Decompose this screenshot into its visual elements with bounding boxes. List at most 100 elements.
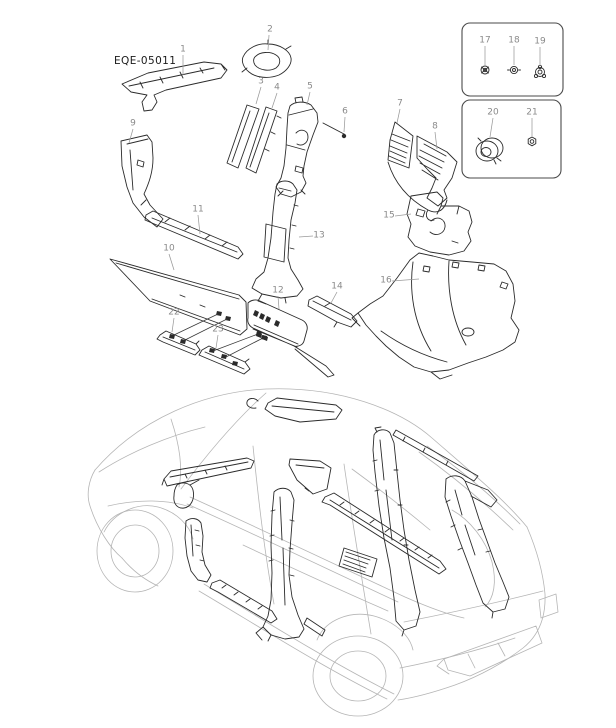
vehicle-beltline-inner (186, 503, 399, 603)
assembly-connector-lines (173, 313, 267, 358)
part-12-lower-panel (247, 299, 335, 378)
part-11-sill-strip (144, 210, 244, 260)
vehicle-front-tire (96, 509, 174, 593)
part-7-pillar-garnish (387, 121, 414, 169)
part-6-fastener (322, 122, 347, 139)
installed-rear-roofrail-trim (392, 429, 479, 482)
installed-b-pillar-trim (255, 487, 305, 642)
vehicle-beltline (189, 496, 465, 619)
installed-rear-door-strip (303, 617, 326, 637)
installed-cowl-side-trim (184, 518, 212, 583)
callout-label-13: 13 (313, 230, 325, 241)
vehicle-rear-outline (397, 526, 546, 701)
part-3-pillar-panel (226, 104, 260, 169)
vehicle-rear-wheel-arch (316, 613, 414, 651)
vehicle-front-edge (87, 469, 123, 559)
part-1-a-pillar-upper-trim (121, 61, 228, 112)
installed-grille-panel (338, 547, 378, 578)
installed-mirror (173, 479, 200, 509)
callout-label-6: 6 (342, 106, 348, 117)
callout-label-7: 7 (397, 98, 403, 109)
vehicle-quarter-inner-ghost (451, 509, 495, 608)
hardware-box-screws (461, 22, 564, 97)
part-10-screws (216, 311, 231, 321)
vehicle-roofline (94, 388, 528, 528)
installed-front-sill-trim (209, 579, 278, 624)
callout-label-9: 9 (130, 118, 136, 129)
fastener-17-screw (480, 65, 490, 75)
vehicle-rear-wheel (329, 650, 387, 702)
vehicle-bumper-crease (403, 590, 544, 623)
callout-leader-lines (128, 34, 541, 349)
part-14-rear-sill-strip (307, 295, 358, 328)
fastener-20-retainer (475, 137, 504, 165)
fastener-18-grommet (507, 65, 521, 75)
part-13-b-pillar-lower-trim (251, 180, 304, 305)
callout-label-15: 15 (383, 210, 395, 221)
callout-label-11: 11 (192, 204, 204, 215)
part-2-bracket (241, 39, 292, 78)
callout-label-8: 8 (432, 121, 438, 132)
vehicle-floor-line (242, 544, 389, 612)
callout-label-16: 16 (380, 275, 392, 286)
diagram-code-label: EQE-05011 (114, 55, 177, 67)
part-5-b-pillar-upper-trim (275, 96, 319, 198)
part-8-pillar-garnish (387, 135, 458, 221)
part-22-screws (169, 334, 186, 344)
part-16-quarter-lower-trim (351, 252, 520, 380)
fastener-19-clip (533, 64, 547, 79)
callout-label-10: 10 (163, 243, 175, 254)
hardware-boxes (461, 22, 564, 179)
installed-trim-drawing (161, 397, 510, 642)
callout-label-20: 20 (487, 107, 499, 118)
callout-label-17: 17 (479, 35, 491, 46)
vehicle-rocker (203, 583, 395, 695)
part-23-screws (209, 348, 238, 366)
callout-label-21: 21 (526, 107, 538, 118)
callout-label-19: 19 (534, 36, 546, 47)
part-4-pillar-panel (245, 106, 282, 174)
callout-label-5: 5 (307, 81, 313, 92)
vehicle-rear-step (538, 593, 559, 619)
vehicle-quarter-window-line (351, 468, 431, 531)
installed-front-pillar-trim (161, 457, 255, 487)
callout-label-23: 23 (212, 324, 224, 335)
vehicle-rear-tire (312, 635, 404, 717)
part-23-strip (198, 345, 251, 375)
vehicle-a-pillar (180, 392, 267, 490)
vehicle-reference-drawing (87, 388, 559, 717)
callout-label-22: 22 (168, 307, 180, 318)
part-15-quarter-upper-trim (406, 191, 473, 256)
vehicle-rear-door-line (343, 463, 372, 635)
part-16-detail-oval (461, 327, 475, 337)
callout-label-14: 14 (331, 281, 343, 292)
installed-roof-console (246, 397, 343, 423)
vehicle-rear-glass (426, 445, 521, 525)
callout-label-2: 2 (267, 24, 273, 35)
vehicle-front-wheel (110, 524, 160, 578)
callout-label-12: 12 (272, 285, 284, 296)
vehicle-bumper-lower (399, 637, 516, 669)
vehicle-front-wheel-arch (103, 505, 194, 540)
installed-quarter-trim (444, 475, 510, 619)
part-12-target-screws (256, 331, 267, 340)
callout-label-1: 1 (180, 44, 186, 55)
callout-label-18: 18 (508, 35, 520, 46)
vehicle-rocker-inner (198, 590, 388, 700)
installed-rear-sill-band (321, 492, 447, 575)
hardware-box-clips (461, 99, 562, 179)
vehicle-rear-glass-inner (418, 451, 514, 531)
part-9-cowl-side-trim (120, 134, 164, 228)
part-22-strip (156, 330, 201, 356)
callout-label-4: 4 (274, 82, 280, 93)
vehicle-diffuser (436, 625, 543, 677)
installed-c-pillar-trim (372, 426, 421, 637)
vehicle-fender-crease (107, 500, 194, 509)
fastener-21-nut (527, 136, 537, 147)
installed-b-pillar-upper-garnish (288, 458, 332, 495)
part-10-scuff-panel (109, 258, 248, 336)
vehicle-front-door-line (252, 445, 275, 605)
vehicle-cowl (170, 418, 182, 488)
